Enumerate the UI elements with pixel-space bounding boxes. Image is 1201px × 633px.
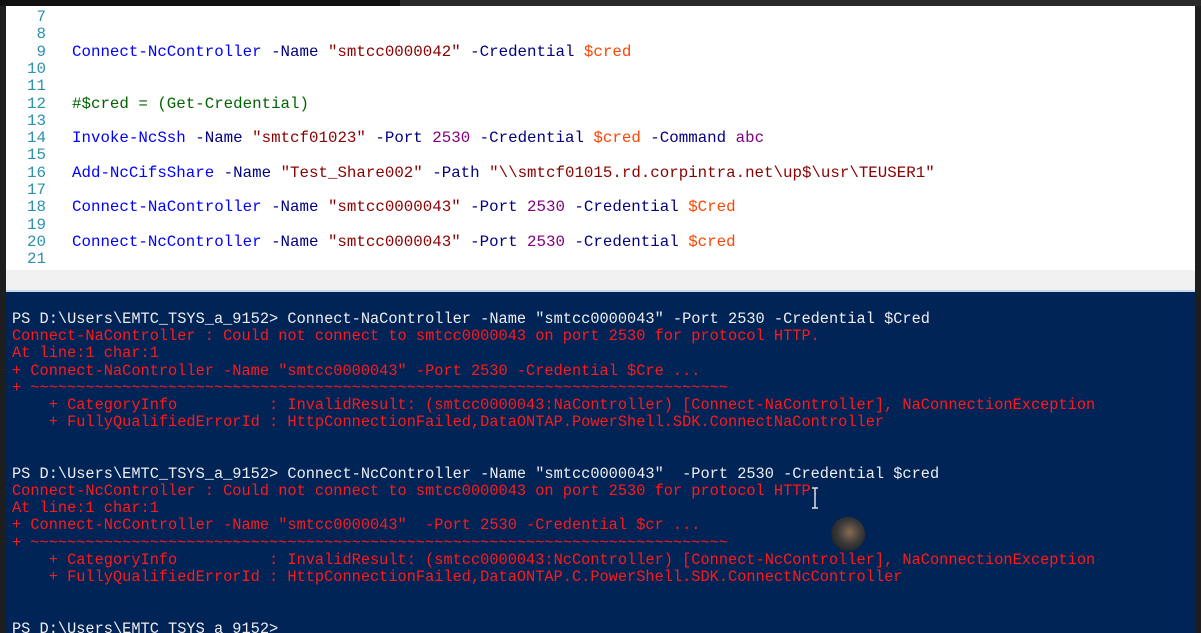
- code-token-par: -Command: [640, 129, 736, 148]
- code-token-par: -Credential: [470, 129, 594, 148]
- code-token-str: "smtcf01023": [252, 129, 366, 148]
- code-token-cmd: Connect-NcController: [72, 232, 262, 251]
- code-token-par: -Name: [261, 42, 328, 61]
- code-token-var: $cred: [583, 42, 632, 61]
- console-error-line: + Connect-NcController -Name "smtcc00000…: [12, 516, 701, 535]
- code-token-num: 2530: [527, 198, 565, 217]
- code-text: Add-NcCifsShare -Name "Test_Share002" -P…: [72, 163, 935, 182]
- console-line: PS D:\Users\EMTC_TSYS_a_9152> Connect-Nc…: [12, 464, 940, 483]
- code-token-par: -Credential: [564, 232, 689, 251]
- line-number: 16: [27, 163, 46, 182]
- code-token-cmd: Add-NcCifsShare: [72, 163, 215, 182]
- line-number: 14: [27, 129, 46, 148]
- code-token-cmd: Invoke-NcSsh: [72, 129, 186, 148]
- console-error-line: Connect-NaController : Could not connect…: [12, 327, 820, 346]
- code-token-par: -Name: [261, 232, 328, 251]
- code-token-str: "smtcc0000043": [327, 198, 461, 217]
- line-number: 18: [27, 198, 46, 217]
- console-line: PS D:\Users\EMTC_TSYS_a_9152>: [12, 619, 279, 633]
- line-number: 21: [27, 250, 46, 269]
- console-error-line: + Connect-NaController -Name "smtcc00000…: [12, 361, 701, 380]
- console-error-line: At line:1 char:1: [12, 499, 159, 518]
- code-token-cmt: #$cred = (Get-Credential): [72, 94, 309, 113]
- code-token-par: -Name: [214, 163, 281, 182]
- code-token-par: -Port: [365, 129, 433, 148]
- line-number: 7: [36, 8, 46, 26]
- console-line: PS D:\Users\EMTC_TSYS_a_9152> Connect-Na…: [12, 310, 930, 328]
- line-number: 11: [27, 77, 46, 96]
- line-number: 17: [27, 181, 46, 199]
- code-text: Connect-NcController -Name "smtcc0000042…: [72, 42, 632, 61]
- console-error-line: At line:1 char:1: [12, 344, 159, 363]
- code-token-str: "\\smtcf01015.rd.corpintra.net\up$\usr\T…: [489, 163, 935, 182]
- console-error-line: + CategoryInfo : InvalidResult: (smtcc00…: [12, 550, 1096, 569]
- code-token-str: "smtcc0000042": [327, 42, 461, 61]
- code-token-str: "Test_Share002": [280, 163, 423, 182]
- window-border: [1195, 6, 1201, 633]
- code-token-num: abc: [735, 129, 765, 148]
- code-text: Connect-NcController -Name "smtcc0000043…: [72, 232, 736, 251]
- code-token-par: -Path: [422, 163, 490, 182]
- code-token-num: 2530: [527, 232, 565, 251]
- code-token-par: -Name: [261, 198, 328, 217]
- code-token-var: $cred: [688, 232, 736, 251]
- line-number: 20: [27, 232, 46, 251]
- line-number: 10: [27, 59, 46, 78]
- line-number: 15: [27, 146, 46, 165]
- code-token-par: -Credential: [460, 42, 584, 61]
- code-token-str: "smtcc0000043": [327, 232, 461, 251]
- code-token-par: -Port: [460, 198, 528, 217]
- console-pane[interactable]: PS D:\Users\EMTC_TSYS_a_9152> Connect-Na…: [6, 292, 1195, 633]
- line-number: 12: [27, 94, 46, 113]
- code-text: Connect-NaController -Name "smtcc0000043…: [72, 199, 736, 216]
- code-token-par: -Port: [460, 232, 528, 251]
- code-token-var: $Cred: [688, 198, 736, 217]
- code-token-cmd: Connect-NaController: [72, 198, 262, 217]
- line-number: 13: [27, 111, 46, 130]
- code-token-par: -Name: [185, 129, 253, 148]
- window-top-bar: [0, 0, 1201, 6]
- console-error-line: + ~~~~~~~~~~~~~~~~~~~~~~~~~~~~~~~~~~~~~~…: [12, 533, 729, 552]
- console-error-line: + CategoryInfo : InvalidResult: (smtcc00…: [12, 396, 1096, 414]
- tab-strip: [400, 0, 1201, 6]
- code-token-par: -Credential: [564, 198, 689, 217]
- code-token-num: 2530: [432, 129, 471, 148]
- code-token-var: $cred: [593, 129, 641, 148]
- line-number: 19: [27, 215, 46, 234]
- text-cursor-icon: [812, 487, 818, 509]
- code-token-cmd: Connect-NcController: [72, 42, 262, 61]
- webcam-avatar: [831, 517, 865, 551]
- code-text: #$cred = (Get-Credential): [72, 94, 309, 113]
- console-error-line: + FullyQualifiedErrorId : HttpConnection…: [12, 413, 885, 432]
- code-text: Invoke-NcSsh -Name "smtcf01023" -Port 25…: [72, 130, 764, 147]
- line-number: 9: [36, 42, 46, 61]
- console-error-line: + FullyQualifiedErrorId : HttpConnection…: [12, 568, 903, 586]
- console-error-line: Connect-NcController : Could not connect…: [12, 482, 820, 500]
- console-error-line: + ~~~~~~~~~~~~~~~~~~~~~~~~~~~~~~~~~~~~~~…: [12, 378, 729, 397]
- line-number: 8: [36, 25, 46, 44]
- editor-horizontal-scrollbar[interactable]: [6, 270, 1195, 292]
